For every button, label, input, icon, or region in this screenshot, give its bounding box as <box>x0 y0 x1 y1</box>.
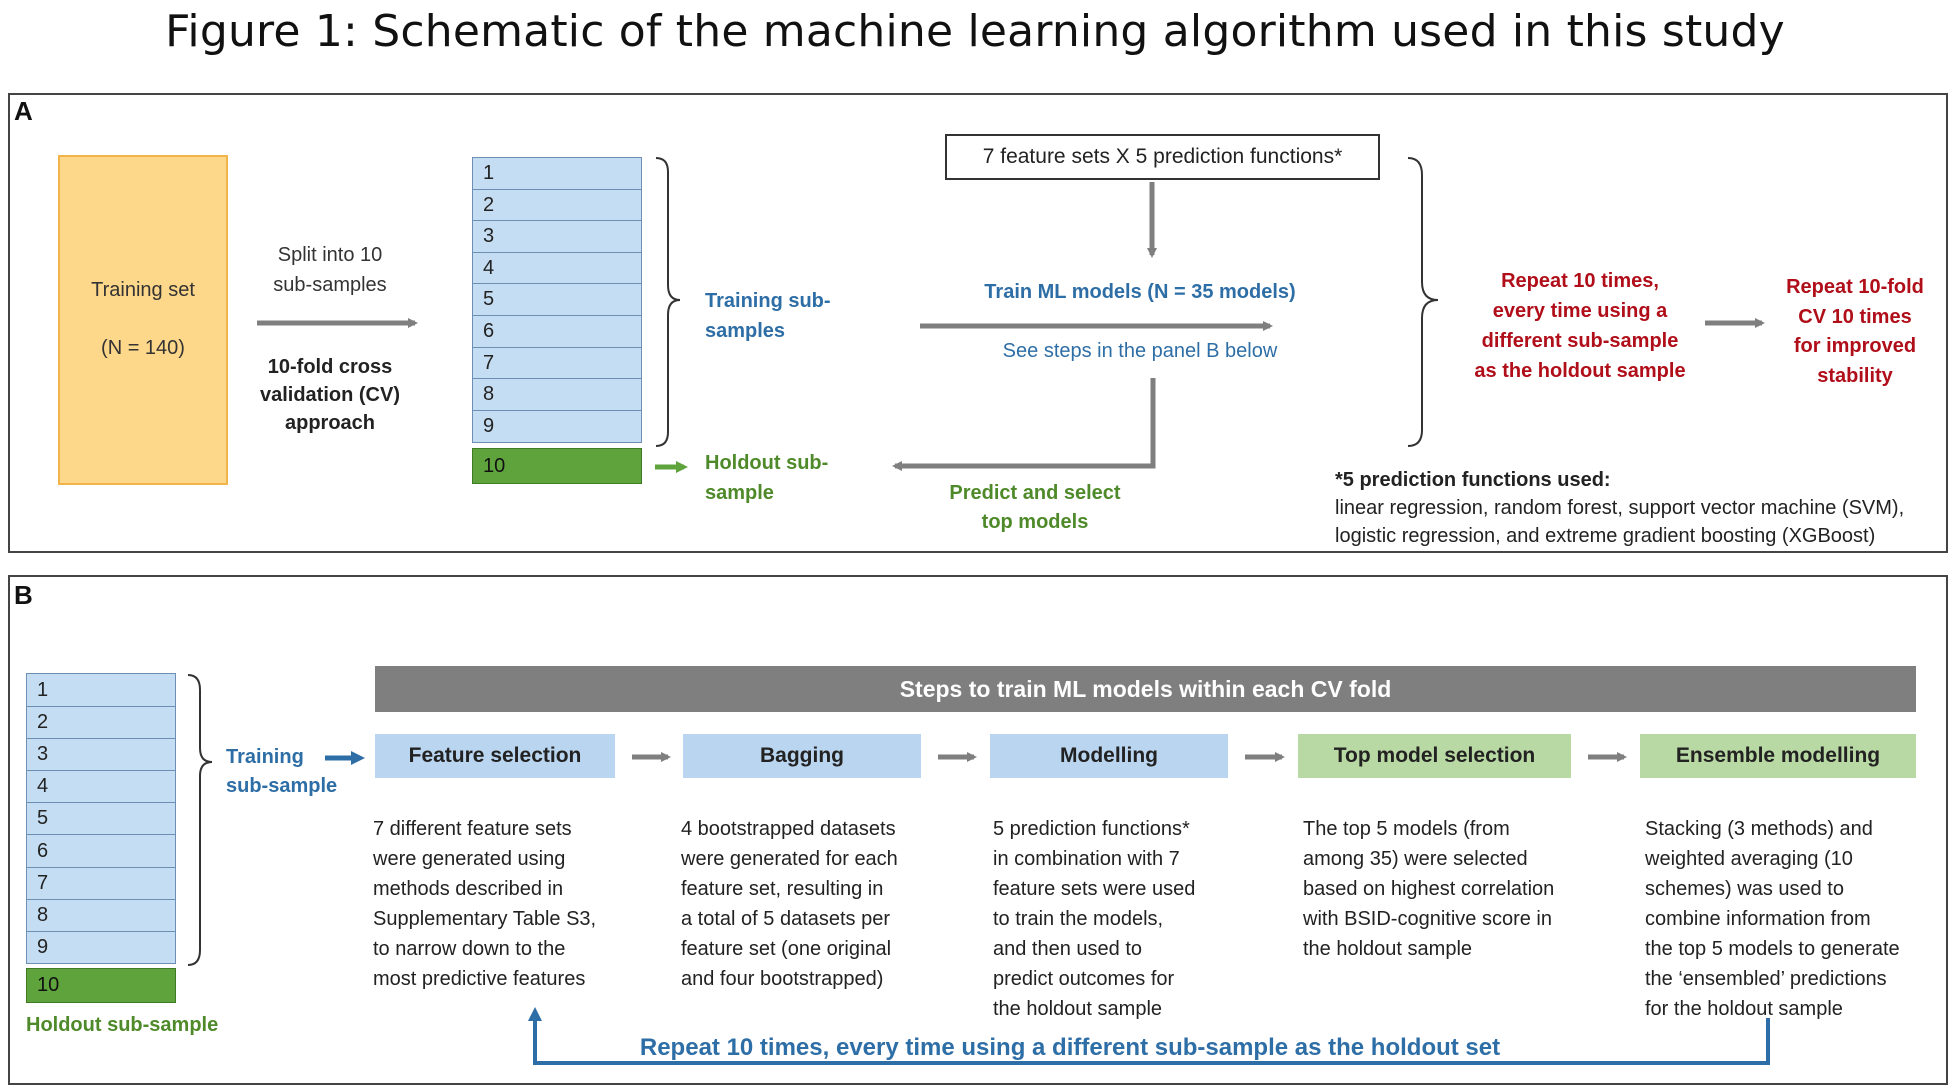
step-description: 5 prediction functions* in combination w… <box>993 814 1283 1024</box>
repeat-brace-a <box>1407 157 1439 447</box>
step-feature-selection: Feature selection <box>375 734 615 778</box>
footnote-line1: linear regression, random forest, suppor… <box>1335 497 1905 519</box>
fold-stack-a: 1 2 3 4 5 6 7 8 9 10 <box>472 157 642 484</box>
description-line: combine information from <box>1645 908 1871 930</box>
step-ensemble-modelling: Ensemble modelling <box>1640 734 1916 778</box>
description-line: 7 different feature sets <box>373 818 572 840</box>
split-text-line1: Split into 10 <box>277 244 383 266</box>
repeat-holdout-set-label: Repeat 10 times, every time using a diff… <box>639 1034 1501 1061</box>
training-subsample-line1: Training <box>226 746 304 768</box>
repeat-cv-line1: Repeat 10-fold <box>1786 276 1924 298</box>
fold-cell: 9 <box>472 410 642 443</box>
repeat-holdout-line2: every time using a <box>1492 300 1668 322</box>
repeat-cv-line2: CV 10 times <box>1798 306 1912 328</box>
holdout-subsample-label: Holdout sub-sample <box>26 1014 219 1036</box>
description-line: most predictive features <box>373 968 586 990</box>
description-line: Supplementary Table S3, <box>373 908 597 930</box>
step-modelling: Modelling <box>990 734 1228 778</box>
fold-cell: 4 <box>472 252 642 284</box>
description-line: The top 5 models (from <box>1303 818 1510 840</box>
description-line: schemes) was used to <box>1645 878 1844 900</box>
step-description: 7 different feature sets were generated … <box>373 814 663 994</box>
description-line: predict outcomes for <box>993 968 1175 990</box>
fold-cell: 9 <box>26 931 176 964</box>
description-line: the holdout sample <box>993 998 1163 1020</box>
panel-b <box>8 575 1948 1085</box>
description-line: feature set, resulting in <box>681 878 884 900</box>
repeat-holdout-line4: as the holdout sample <box>1474 360 1686 382</box>
description-line: were generated for each <box>681 848 898 870</box>
footnote-line2: logistic regression, and extreme gradien… <box>1335 525 1876 547</box>
predict-select-line1: Predict and select <box>949 482 1121 504</box>
predict-return-arrow <box>892 378 1156 471</box>
description-line: feature sets were used <box>993 878 1196 900</box>
description-line: and then used to <box>993 938 1143 960</box>
cv-text-line1: 10-fold cross <box>267 356 393 378</box>
description-line: among 35) were selected <box>1303 848 1528 870</box>
training-subsamples-line2: samples <box>705 320 786 342</box>
description-line: a total of 5 datasets per <box>681 908 891 930</box>
description-line: with BSID-cognitive score in <box>1303 908 1552 930</box>
holdout-subsample-line1: Holdout sub- <box>705 452 829 474</box>
description-line: based on highest correlation <box>1303 878 1555 900</box>
figure-title: Figure 1: Schematic of the machine learn… <box>165 6 1785 57</box>
description-line: feature set (one original <box>681 938 892 960</box>
train-models-label: Train ML models (N = 35 models) <box>984 281 1296 303</box>
description-line: weighted averaging (10 <box>1645 848 1853 870</box>
step-description: Stacking (3 methods) and weighted averag… <box>1645 814 1945 1024</box>
training-brace-b <box>187 674 213 966</box>
split-text-line2: sub-samples <box>273 274 387 296</box>
step-top-model-selection: Top model selection <box>1298 734 1571 778</box>
see-steps-label: See steps in the panel B below <box>1002 340 1278 362</box>
holdout-fold-cell: 10 <box>26 968 176 1003</box>
description-line: were generated using <box>373 848 566 870</box>
training-subsamples-line1: Training sub- <box>705 290 831 312</box>
training-subsample-line2: sub-sample <box>226 775 338 797</box>
step-description: 4 bootstrapped datasets were generated f… <box>681 814 971 994</box>
description-line: Stacking (3 methods) and <box>1645 818 1873 840</box>
fold-cell: 6 <box>472 315 642 348</box>
fold-cell: 5 <box>26 802 176 835</box>
fold-cell: 1 <box>472 157 642 190</box>
panel-a-label: A <box>14 96 33 126</box>
cv-text-line2: validation (CV) <box>259 384 400 406</box>
repeat-cv-line3: for improved <box>1793 335 1917 357</box>
description-line: to train the models, <box>993 908 1164 930</box>
holdout-subsample-line2: sample <box>705 482 774 504</box>
fold-cell: 1 <box>26 673 176 707</box>
fold-cell: 8 <box>472 378 642 411</box>
description-line: the top 5 models to generate <box>1645 938 1900 960</box>
fold-stack-b: 1 2 3 4 5 6 7 8 9 10 <box>26 673 176 1003</box>
repeat-holdout-line3: different sub-sample <box>1481 330 1679 352</box>
holdout-fold-cell: 10 <box>472 448 642 484</box>
repeat-holdout-line1: Repeat 10 times, <box>1501 270 1659 292</box>
training-set-label: Training set <box>91 279 195 301</box>
training-brace-a <box>655 157 681 447</box>
description-line: for the holdout sample <box>1645 998 1843 1020</box>
fold-cell: 3 <box>472 220 642 253</box>
steps-header-bar: Steps to train ML models within each CV … <box>375 666 1916 712</box>
description-line: the holdout sample <box>1303 938 1473 960</box>
description-line: the ‘ensembled’ predictions <box>1645 968 1887 990</box>
footnote-title: *5 prediction functions used: <box>1335 469 1611 491</box>
description-line: 4 bootstrapped datasets <box>681 818 896 840</box>
predict-select-line2: top models <box>981 511 1089 533</box>
panel-b-label: B <box>14 580 33 610</box>
description-line: 5 prediction functions* <box>993 818 1190 840</box>
step-bagging: Bagging <box>683 734 921 778</box>
repeat-loop-line <box>533 1018 1770 1065</box>
feature-sets-box: 7 feature sets X 5 prediction functions* <box>945 134 1380 180</box>
description-line: methods described in <box>373 878 564 900</box>
step-description: The top 5 models (from among 35) were se… <box>1303 814 1623 964</box>
description-line: to narrow down to the <box>373 938 566 960</box>
cv-text-line3: approach <box>284 412 376 434</box>
fold-cell: 3 <box>26 738 176 771</box>
training-set-box <box>58 155 228 485</box>
description-line: and four bootstrapped) <box>681 968 884 990</box>
repeat-cv-line4: stability <box>1817 365 1893 387</box>
description-line: in combination with 7 <box>993 848 1180 870</box>
training-set-count: (N = 140) <box>101 337 185 359</box>
panel-a <box>8 93 1948 553</box>
